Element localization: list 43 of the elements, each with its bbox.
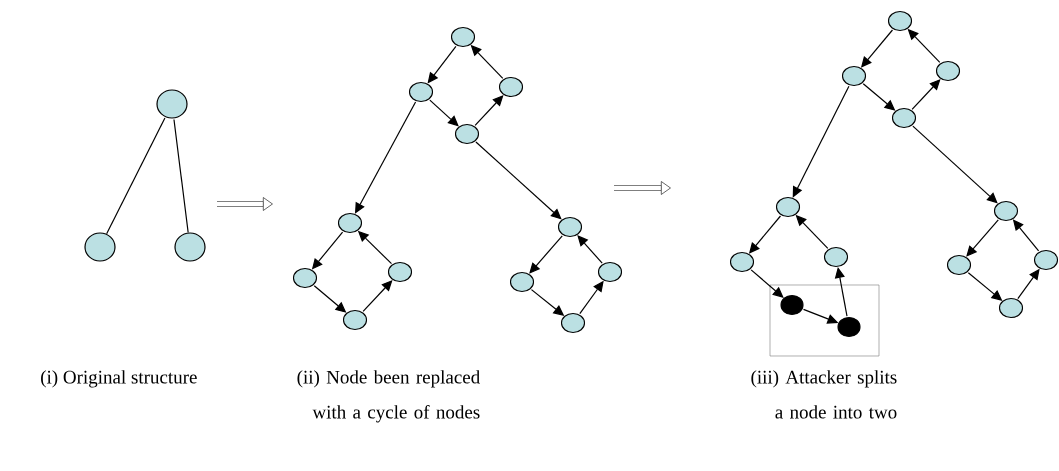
edge-line bbox=[106, 117, 166, 235]
panel-caption: (i) Original structure bbox=[41, 370, 197, 388]
arrow bbox=[912, 125, 998, 204]
graph-node bbox=[337, 212, 363, 234]
arrow bbox=[429, 99, 459, 127]
arrow bbox=[577, 235, 603, 264]
graph-node bbox=[823, 246, 849, 268]
graph-node bbox=[560, 312, 586, 334]
edge-line bbox=[173, 118, 189, 234]
split-node bbox=[837, 316, 861, 338]
graph-node bbox=[891, 107, 917, 129]
graph-node bbox=[292, 267, 318, 289]
graph-node bbox=[454, 123, 480, 145]
panel-caption: (ii) Node been replaced with a cycle of nodes bbox=[297, 370, 480, 423]
graph-node bbox=[84, 232, 116, 262]
arrow bbox=[355, 101, 417, 214]
graph-node bbox=[450, 26, 476, 48]
graph-node bbox=[998, 297, 1024, 319]
graph-node bbox=[509, 271, 535, 293]
graph-node bbox=[946, 254, 972, 276]
graph-node bbox=[408, 81, 434, 103]
graph-node bbox=[342, 309, 368, 331]
graph-node bbox=[935, 60, 961, 82]
panel-caption: (iii) Attacker splits a node into two bbox=[751, 370, 897, 419]
graph-node bbox=[729, 251, 755, 273]
graph-node bbox=[156, 89, 188, 119]
graph-node bbox=[498, 76, 524, 98]
graph-node bbox=[597, 261, 623, 283]
arrow bbox=[792, 85, 850, 198]
arrow bbox=[750, 269, 784, 298]
graph-node bbox=[557, 216, 583, 238]
split-node bbox=[780, 294, 804, 316]
arrow bbox=[475, 141, 562, 220]
graph-node bbox=[387, 261, 413, 283]
arrow bbox=[966, 219, 999, 257]
graph-node bbox=[1033, 249, 1059, 271]
graph-node bbox=[887, 10, 913, 32]
graph-node bbox=[174, 232, 206, 262]
graph-node bbox=[993, 200, 1019, 222]
arrow bbox=[529, 235, 563, 274]
dotted-frame bbox=[769, 284, 880, 357]
graph-node bbox=[775, 196, 801, 218]
graph-node bbox=[841, 65, 867, 87]
